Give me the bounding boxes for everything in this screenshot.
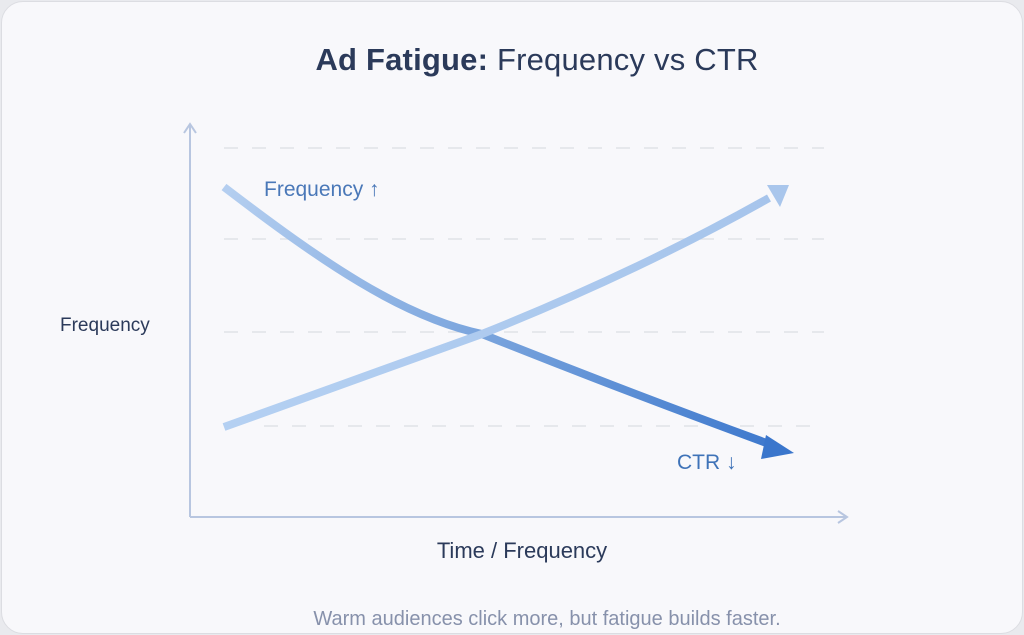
frequency-line <box>222 185 789 431</box>
y-axis-label: Frequency <box>60 315 150 336</box>
y-axis <box>183 122 197 517</box>
x-axis-label: Time / Frequency <box>436 538 608 563</box>
frequency-arrowhead-icon <box>767 185 789 207</box>
frequency-line-label: Frequency ↑ <box>264 178 380 201</box>
chart-title: Ad Fatigue: Frequency vs CTR <box>2 42 1022 78</box>
gridlines <box>224 147 824 427</box>
x-axis-arrow-icon <box>837 510 849 524</box>
y-axis-arrow-icon <box>183 122 197 134</box>
chart-caption: Warm audiences click more, but fatigue b… <box>313 608 781 630</box>
x-axis <box>190 510 849 524</box>
ctr-line-label: CTR ↓ <box>677 451 737 474</box>
title-rest: Frequency vs CTR <box>488 42 759 77</box>
title-bold: Ad Fatigue: <box>315 42 489 77</box>
ctr-arrowhead-icon <box>761 435 794 459</box>
